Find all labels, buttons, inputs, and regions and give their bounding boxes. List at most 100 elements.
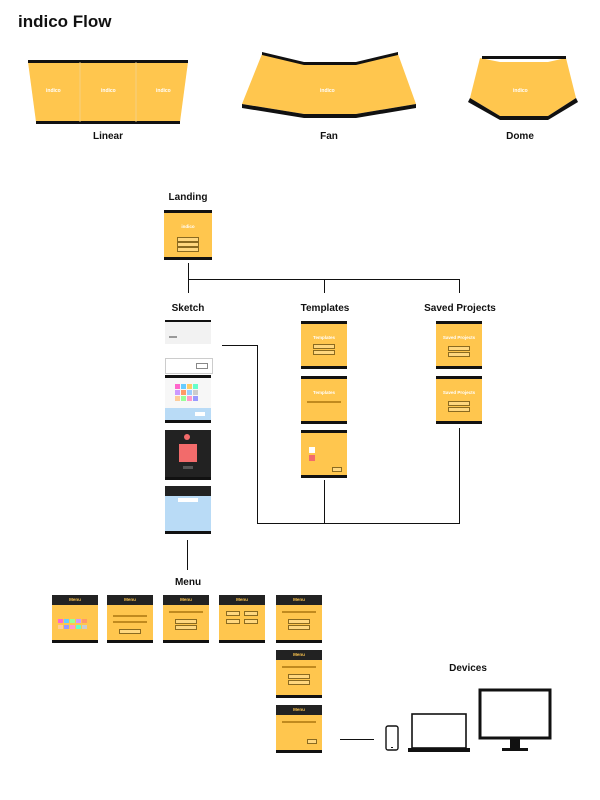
menu-screen-3-head: Menu — [163, 595, 209, 605]
landing-button-2[interactable] — [177, 242, 199, 247]
sketch-button[interactable] — [196, 363, 208, 369]
fan-screen-text: indico — [320, 88, 335, 94]
record-icon — [184, 434, 190, 440]
connector-sketch-out — [222, 345, 258, 346]
linear-screen-text-1: indico — [46, 88, 61, 94]
monitor-icon — [478, 688, 552, 751]
landing-screen-text: indico — [181, 224, 195, 229]
menu-screen-3[interactable]: Menu — [163, 595, 209, 643]
sketch-icon-1 — [169, 336, 177, 338]
saved-button-3[interactable] — [448, 401, 470, 406]
saved-screen-2-text: Saved Projects — [442, 390, 476, 395]
linear-screen-text-3: indico — [156, 88, 171, 94]
connector-templates — [324, 279, 325, 293]
menu-6-line-1 — [282, 666, 316, 668]
laptop-icon — [408, 713, 470, 752]
templates-line — [307, 401, 341, 403]
templates-screen-2[interactable]: Templates — [301, 376, 347, 424]
menu-screen-7[interactable]: Menu — [276, 705, 322, 753]
sketch-dialog — [178, 498, 198, 502]
linear-screen-text-2: indico — [101, 88, 116, 94]
dome-screen-text: indico — [513, 88, 528, 94]
sketch-screen-2[interactable] — [165, 358, 213, 374]
sketch-screen-4[interactable] — [165, 430, 211, 480]
landing-label: Landing — [168, 192, 208, 203]
menu-screen-5-head: Menu — [276, 595, 322, 605]
saved-screen-1-text: Saved Projects — [442, 335, 476, 340]
menu-4-button-4[interactable] — [244, 619, 258, 624]
saved-button-1[interactable] — [448, 346, 470, 351]
templates-screen-2-text: Templates — [313, 390, 335, 395]
sketch-screen-5[interactable] — [165, 486, 211, 534]
saved-projects-label: Saved Projects — [424, 303, 496, 314]
menu-screen-4-head: Menu — [219, 595, 265, 605]
sketch-toolbar[interactable] — [183, 466, 193, 469]
menu-screen-5[interactable]: Menu — [276, 595, 322, 643]
landing-screen[interactable]: indico — [164, 210, 212, 260]
connector-sketch-down — [257, 345, 258, 524]
connector-landing — [188, 263, 189, 293]
phone-icon — [385, 725, 399, 751]
menu-3-line-1 — [169, 611, 203, 613]
menu-2-line-1 — [113, 615, 147, 617]
menu-7-line-1 — [282, 721, 316, 723]
dome-label: Dome — [506, 131, 534, 142]
sketch-screen-1[interactable] — [165, 320, 211, 344]
menu-5-button-2[interactable] — [288, 625, 310, 630]
connector-saved — [459, 279, 460, 293]
menu-5-line-1 — [282, 611, 316, 613]
menu-screen-1-head: Menu — [52, 595, 98, 605]
menu-4-button-2[interactable] — [244, 611, 258, 616]
sketch-screen-3[interactable] — [165, 375, 211, 423]
page-title: indico Flow — [18, 12, 112, 31]
template-thumb-1[interactable] — [309, 447, 315, 453]
saved-screen-1[interactable]: Saved Projects — [436, 321, 482, 369]
menu-screen-7-head: Menu — [276, 705, 322, 715]
saved-button-4[interactable] — [448, 407, 470, 412]
menu-3-button-1[interactable] — [175, 619, 197, 624]
menu-screen-6-head: Menu — [276, 650, 322, 660]
templates-screen-1-text: Templates — [313, 335, 335, 340]
template-thumb-2[interactable] — [309, 455, 315, 461]
menu-6-button-1[interactable] — [288, 674, 310, 679]
menu-screen-4[interactable]: Menu — [219, 595, 265, 643]
menu-4-button-1[interactable] — [226, 611, 240, 616]
menu-screen-1[interactable]: Menu — [52, 595, 98, 643]
connector-devices — [340, 739, 374, 740]
menu-2-line-2 — [113, 621, 147, 623]
templates-screen-3[interactable] — [301, 430, 347, 478]
menu-3-button-2[interactable] — [175, 625, 197, 630]
menu-4-button-3[interactable] — [226, 619, 240, 624]
menu-2-button[interactable] — [119, 629, 141, 634]
menu-5-button-1[interactable] — [288, 619, 310, 624]
saved-button-2[interactable] — [448, 352, 470, 357]
landing-button-3[interactable] — [177, 247, 199, 252]
templates-button-1[interactable] — [313, 344, 335, 349]
dome-layout — [468, 56, 578, 120]
templates-select-button[interactable] — [332, 467, 342, 472]
templates-button-2[interactable] — [313, 350, 335, 355]
menu-screen-6[interactable]: Menu — [276, 650, 322, 698]
menu-screen-2-head: Menu — [107, 595, 153, 605]
menu-screen-2[interactable]: Menu — [107, 595, 153, 643]
connector-menu — [187, 540, 188, 570]
templates-screen-1[interactable]: Templates — [301, 321, 347, 369]
sketch-label: Sketch — [171, 303, 205, 314]
color-palette — [165, 384, 211, 420]
fan-layout — [242, 52, 416, 118]
sketch-canvas[interactable] — [179, 444, 197, 462]
linear-label: Linear — [92, 131, 123, 142]
connector-saved-bottom — [459, 428, 460, 524]
devices-illustration — [385, 688, 552, 752]
menu-7-button[interactable] — [307, 739, 317, 744]
connector-bottom-bar — [257, 523, 460, 524]
landing-button-1[interactable] — [177, 237, 199, 242]
menu-swatches — [58, 619, 87, 629]
linear-layout — [28, 60, 188, 124]
saved-screen-2[interactable]: Saved Projects — [436, 376, 482, 424]
connector-templates-bottom — [324, 480, 325, 524]
menu-6-button-2[interactable] — [288, 680, 310, 685]
layout-variants — [28, 52, 578, 124]
fan-label: Fan — [320, 131, 338, 142]
menu-label: Menu — [174, 577, 202, 588]
